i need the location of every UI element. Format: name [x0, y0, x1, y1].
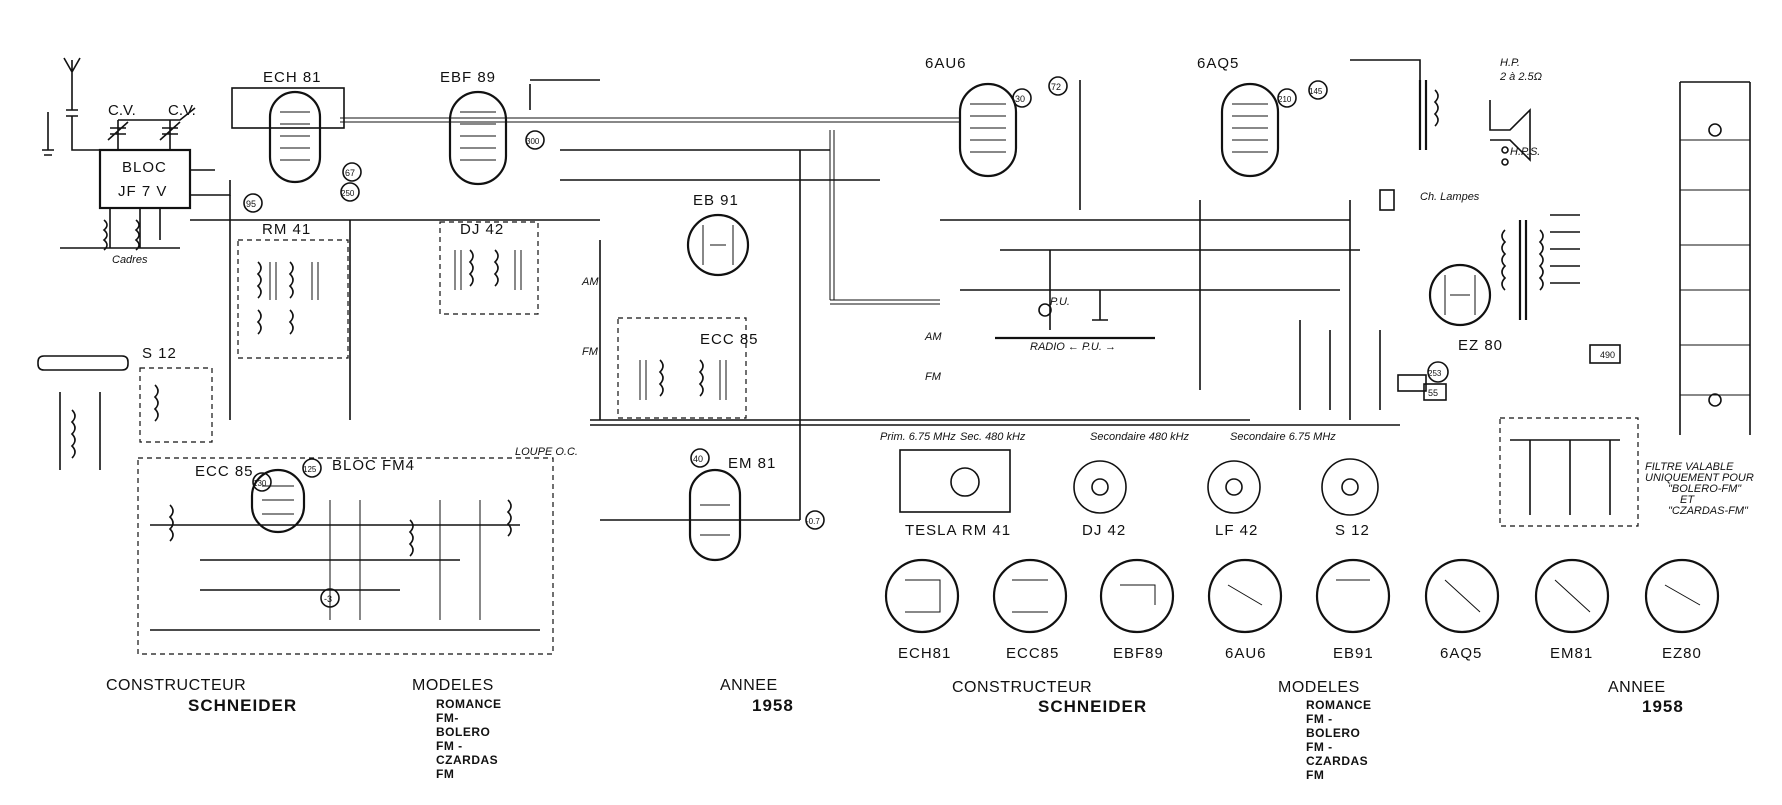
filter-note: FILTRE VALABLE UNIQUEMENT POUR "BOLERO-F…	[1645, 461, 1757, 517]
filter-box: FILTRE VALABLE UNIQUEMENT POUR "BOLERO-F…	[1499, 417, 1757, 527]
marker-minus07: -0.7	[806, 517, 820, 526]
pu-label: P.U.	[1050, 296, 1070, 308]
marker-67: 67	[345, 168, 355, 178]
constructeur-label-right: CONSTRUCTEUR	[952, 679, 1093, 696]
ch-lampes-label: Ch. Lampes	[1420, 191, 1480, 203]
annee-right: 1958	[1642, 697, 1684, 716]
bloc-jf7v-model: JF 7 V	[118, 183, 167, 200]
tube-eb91-label: EB 91	[693, 192, 739, 209]
lamp-list	[1679, 81, 1751, 435]
marker-95: 95	[246, 199, 256, 209]
tube-em81-label: EM 81	[728, 455, 776, 472]
pinout-6au6: 6AU6	[1225, 645, 1267, 662]
tesla-label: TESLA RM 41	[905, 522, 1011, 539]
marker-210: 210	[1278, 95, 1292, 104]
marker-250: 250	[341, 189, 355, 198]
tube-6au6-label: 6AU6	[925, 55, 967, 72]
rm41-label: RM 41	[262, 221, 311, 238]
bloc-jf7v-title: BLOC	[122, 159, 167, 176]
lf42-socket-label: LF 42	[1215, 522, 1258, 539]
sec-label: Sec. 480 kHz	[960, 431, 1026, 443]
hp-label: H.P.	[1500, 57, 1520, 69]
pinout-ech81: ECH81	[898, 645, 951, 662]
bloc-fm4: ECC 85 BLOC FM4 LOUPE O.C.	[137, 446, 578, 655]
modeles-label-right: MODELES	[1278, 679, 1360, 696]
constructeur-right: SCHNEIDER	[1038, 697, 1148, 716]
pinout-6aq5: 6AQ5	[1440, 645, 1482, 662]
radio-pu-label: RADIO ← P.U. →	[1030, 341, 1116, 353]
pinout-ebf89: EBF89	[1113, 645, 1164, 662]
pinout-ecc85: ECC85	[1006, 645, 1059, 662]
main-wiring: AM FM AM FM RADIO ← P.U. → P.U.	[190, 79, 1400, 521]
tube-ebf89-label: EBF 89	[440, 69, 496, 86]
cv-label-1: C.V.	[108, 102, 136, 119]
tube-6aq5-label: 6AQ5	[1197, 55, 1239, 72]
marker-40: 40	[693, 454, 703, 464]
am-label-2: AM	[924, 331, 942, 343]
marker-72: 72	[1051, 82, 1061, 92]
tube-ech81: ECH 81	[231, 69, 345, 184]
bloc-fm4-label: BLOC FM4	[332, 457, 415, 474]
pinout-eb91: EB91	[1333, 645, 1374, 662]
tube-6aq5: 6AQ5	[1197, 55, 1280, 178]
tube-ez80-label: EZ 80	[1458, 337, 1503, 354]
secondaire-480-label: Secondaire 480 kHz	[1090, 431, 1190, 443]
annee-left: 1958	[752, 696, 794, 715]
marker-490: 490	[1600, 350, 1615, 360]
modeles-left: ROMANCE FM- BOLERO FM - CZARDAS FM	[436, 697, 502, 781]
cadres-label: Cadres	[112, 254, 148, 266]
marker-30: 30	[1015, 94, 1025, 104]
pinout-em81: EM81	[1550, 645, 1593, 662]
hp-impedance-label: 2 à 2.5Ω	[1499, 71, 1542, 83]
annee-label-right: ANNEE	[1608, 679, 1666, 696]
modeles-label-left: MODELES	[412, 677, 494, 694]
tube-em81: EM 81	[688, 455, 776, 562]
secondaire-675-label: Secondaire 6.75 MHz	[1230, 431, 1336, 443]
marker-253: 253	[1428, 369, 1442, 378]
tube-eb91: EB 91	[686, 192, 750, 277]
marker-130: 130	[253, 479, 267, 488]
fm-label-2: FM	[925, 371, 942, 383]
tube-ech81-label: ECH 81	[263, 69, 322, 86]
pinouts: ECH81 ECC85 EBF89 6AU6 EB91 6AQ5 EM81 EZ…	[884, 558, 1720, 662]
modeles-right: ROMANCE FM - BOLERO FM - CZARDAS FM	[1306, 698, 1372, 782]
if-transformers: RM 41 DJ 42 ECC 85	[237, 221, 759, 419]
marker-55: 55	[1428, 388, 1438, 398]
hps-label: H.P.S.	[1510, 146, 1540, 158]
loupe-label: LOUPE O.C.	[515, 446, 578, 458]
dj42-socket-label: DJ 42	[1082, 522, 1126, 539]
output-section: H.P. 2 à 2.5Ω H.P.S. Ch. Lampes	[1299, 57, 1621, 410]
socket-details: Prim. 6.75 MHz Sec. 480 kHz TESLA RM 41 …	[880, 431, 1379, 539]
marker-125: 125	[303, 465, 317, 474]
tube-ez80: EZ 80	[1428, 263, 1503, 354]
pinout-ez80: EZ80	[1662, 645, 1702, 662]
s12-label: S 12	[142, 345, 177, 362]
am-label-1: AM	[581, 276, 599, 288]
dj42-label: DJ 42	[460, 221, 504, 238]
tube-ebf89: EBF 89	[440, 69, 508, 186]
cv-label-2: C.V.	[168, 102, 196, 119]
annee-label-left: ANNEE	[720, 677, 778, 694]
constructeur-label-left: CONSTRUCTEUR	[106, 677, 247, 694]
marker-145: 145	[1309, 87, 1323, 96]
antenna-section: BLOC JF 7 V C.V. C.V. Cadres	[42, 57, 231, 266]
tube-ecc85-label: ECC 85	[195, 463, 254, 480]
marker-minus3: -3	[324, 594, 332, 604]
s12-socket-label: S 12	[1335, 522, 1370, 539]
lf42-label: ECC 85	[700, 331, 759, 348]
s12-section: S 12	[37, 345, 213, 470]
prim-label: Prim. 6.75 MHz	[880, 431, 956, 443]
constructeur-left: SCHNEIDER	[188, 696, 298, 715]
marker-300: 300	[526, 137, 540, 146]
tube-6au6: 6AU6	[925, 55, 1018, 178]
markers: 67 72 30 250 300 95 210 145 40 130 125 2…	[243, 76, 1615, 608]
fm-label-1: FM	[582, 346, 599, 358]
